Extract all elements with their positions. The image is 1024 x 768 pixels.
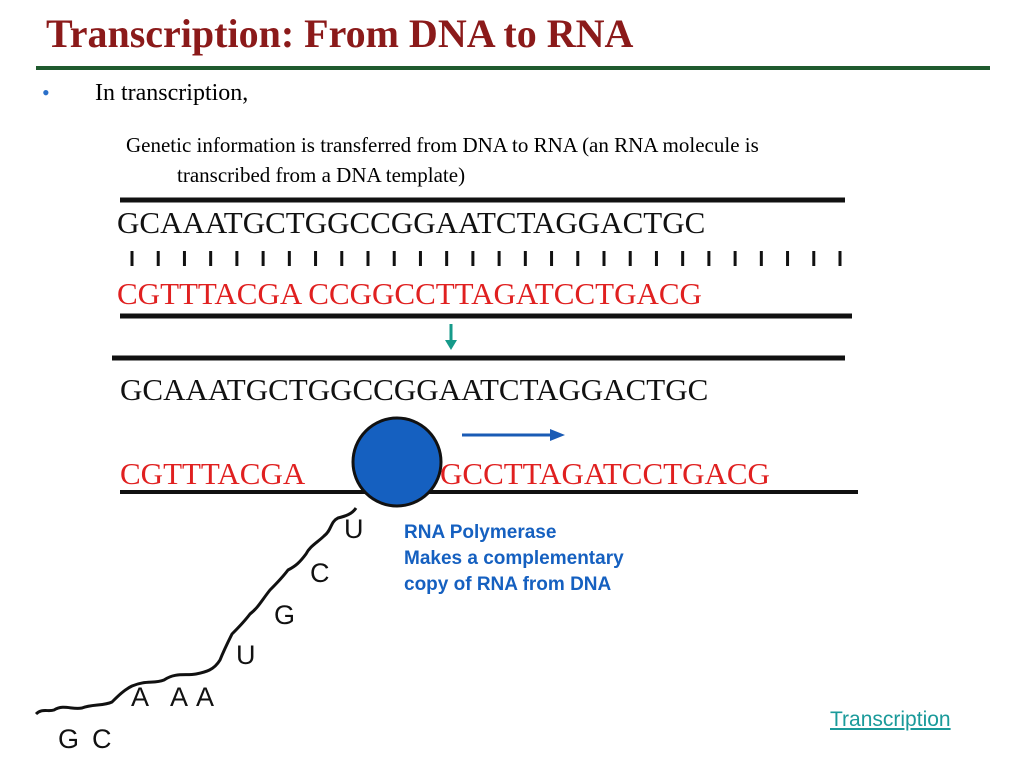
rna-base-u-1: U	[344, 514, 364, 544]
down-arrow-icon	[445, 324, 457, 350]
slide-title: Transcription: From DNA to RNA	[46, 11, 634, 56]
description-line-2: transcribed from a DNA template)	[177, 163, 466, 187]
transcription-link[interactable]: Transcription	[830, 708, 951, 731]
intro-text: In transcription,	[95, 80, 249, 106]
rna-base-a-2: A	[170, 682, 189, 712]
rna-base-c-1: C	[310, 558, 330, 588]
rna-base-g-2: G	[58, 724, 80, 754]
rna-polymerase-line-2: Makes a complementary	[404, 548, 624, 569]
bottom-complement-left: CGTTTACGA	[120, 456, 306, 491]
rna-base-a-1: A	[131, 682, 150, 712]
rna-base-g-1: G	[274, 600, 296, 630]
bottom-template-strand: GCAAATGCTGGCCGGAATCTAGGACTGC	[120, 372, 709, 407]
direction-arrow-icon	[462, 429, 565, 441]
top-complement-strand: CGTTTACGA CCGGCCTTAGATCCTGACG	[117, 276, 702, 311]
bullet-icon: •	[42, 80, 50, 105]
description-line-1: Genetic information is transferred from …	[126, 133, 759, 157]
rna-base-c-2: C	[92, 724, 112, 754]
bottom-complement-right: GCCTTAGATCCTGACG	[440, 456, 770, 491]
rna-base-u-2: U	[236, 640, 256, 670]
rna-polymerase-line-3: copy of RNA from DNA	[404, 574, 612, 595]
rna-strand-line	[34, 507, 358, 716]
rna-base-a-3: A	[196, 682, 215, 712]
rna-polymerase-label: RNA Polymerase Makes a complementary cop…	[404, 520, 624, 598]
rna-polymerase-icon	[351, 416, 443, 508]
title-divider	[36, 66, 990, 70]
hydrogen-bond-ticks	[130, 251, 842, 266]
top-template-strand: GCAAATGCTGGCCGGAATCTAGGACTGC	[117, 205, 706, 240]
rna-polymerase-line-1: RNA Polymerase	[404, 522, 557, 543]
